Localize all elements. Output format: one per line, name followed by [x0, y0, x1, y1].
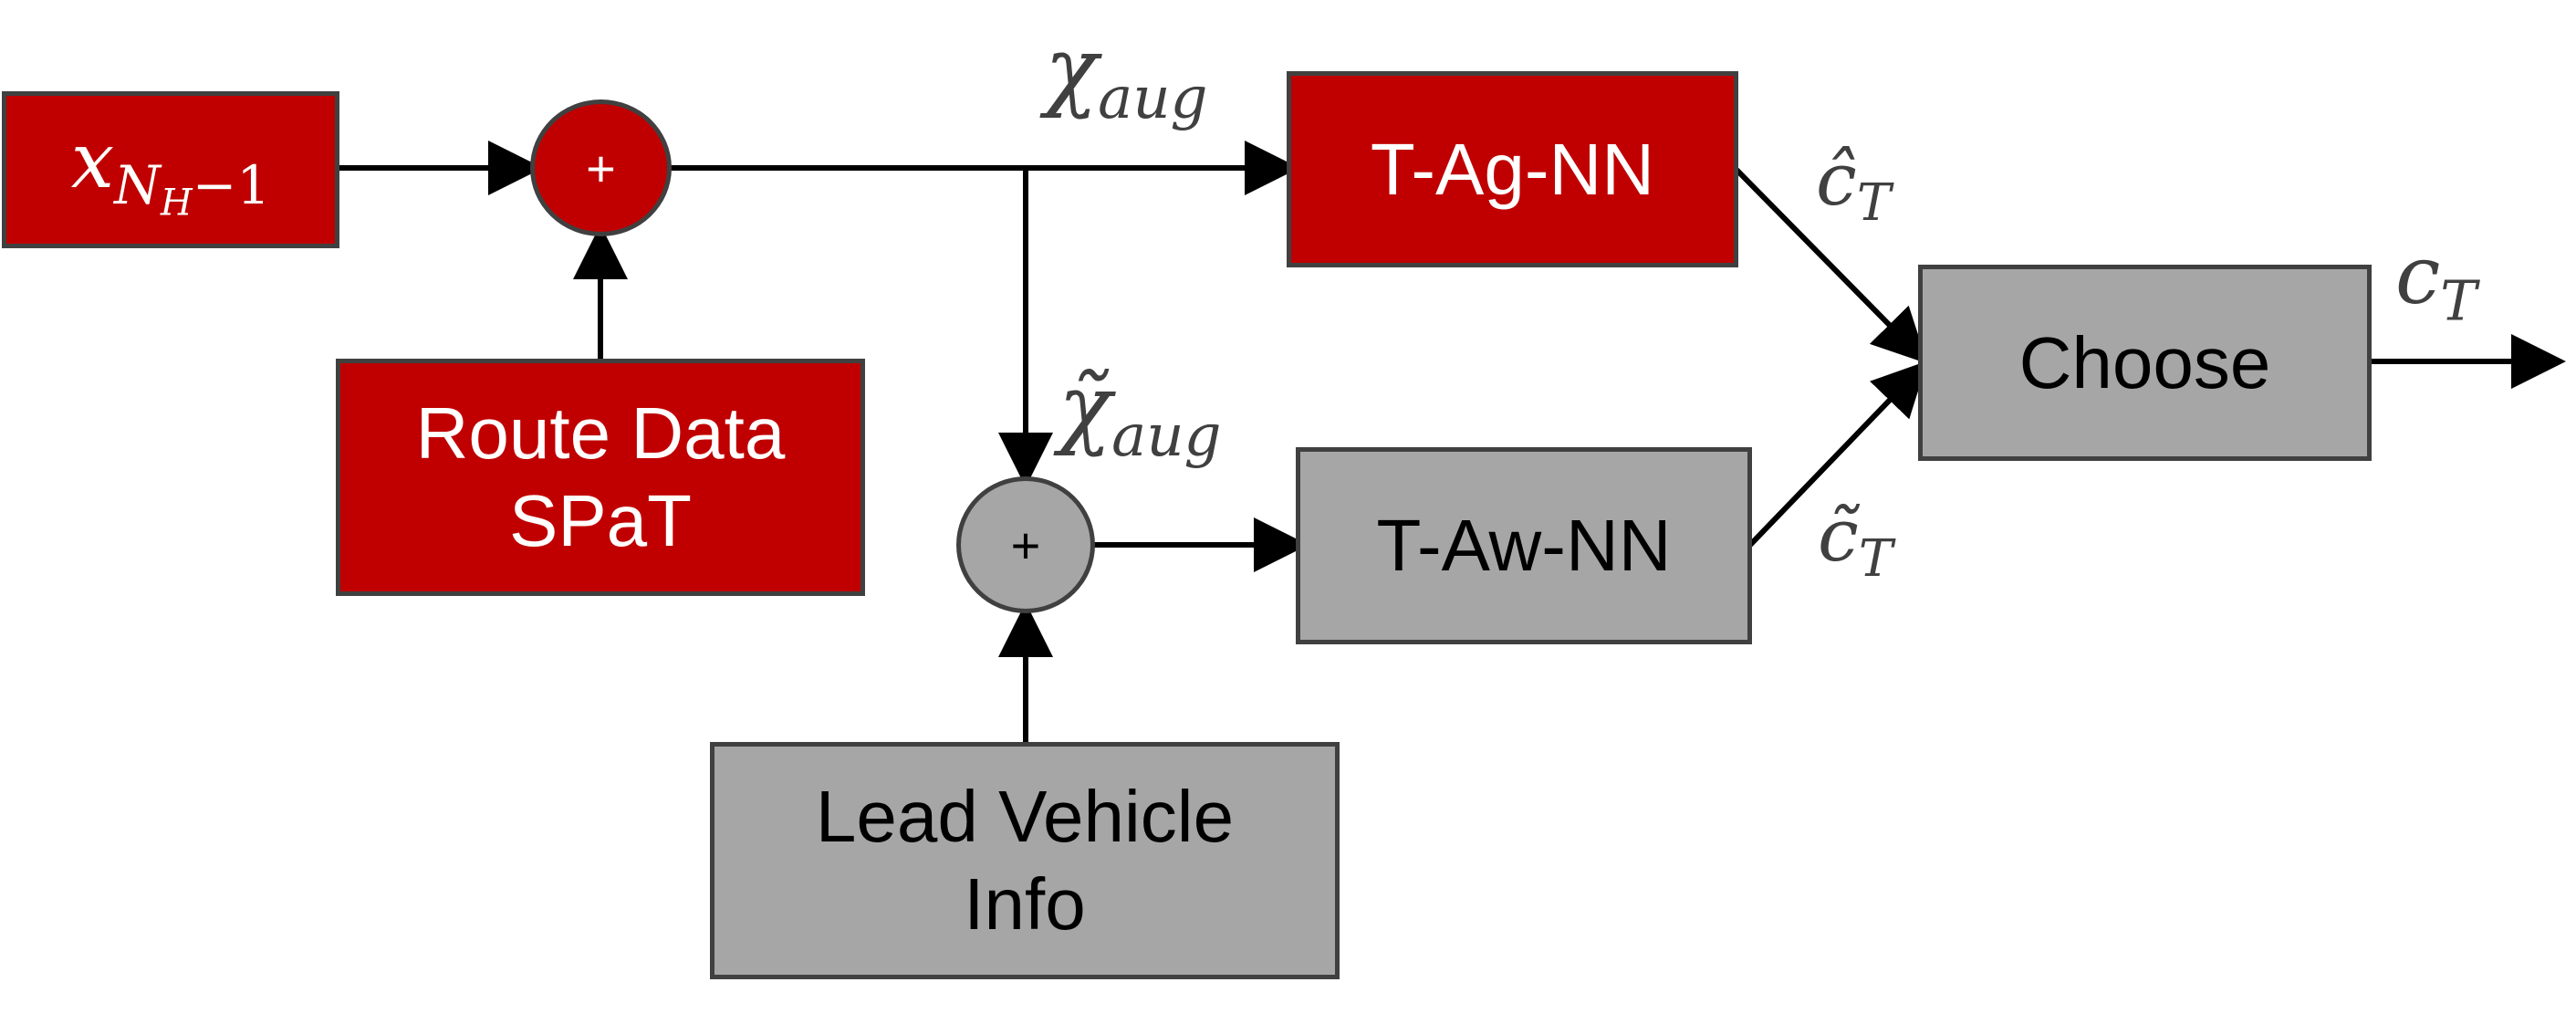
label-x-aug: χaug — [1045, 18, 1208, 133]
sum-node-top-symbol: + — [586, 139, 616, 197]
sum-node-bottom-symbol: + — [1010, 516, 1041, 574]
t-aw-nn-block: T-Aw-NN — [1296, 447, 1752, 644]
lead-vehicle-line2: Info — [964, 863, 1086, 945]
wire-tagnn-to-choose — [1734, 167, 1928, 364]
t-aw-nn-label: T-Aw-NN — [1376, 505, 1672, 586]
choose-label: Choose — [2018, 321, 2271, 403]
t-ag-nn-label: T-Ag-NN — [1370, 128, 1655, 210]
route-data-line1: Route Data — [415, 392, 786, 474]
label-c-hat: ĉT — [1816, 137, 1892, 233]
wire-tawnn-to-choose — [1747, 360, 1928, 548]
label-c-out: cT — [2395, 228, 2477, 334]
label-x-aug-tilde: χ̃aug — [1059, 356, 1222, 471]
choose-block: Choose — [1918, 265, 2372, 461]
state-input-block: xNH−1 — [2, 91, 339, 248]
sum-node-top: + — [530, 99, 672, 236]
lead-vehicle-line1: Lead Vehicle — [815, 776, 1235, 857]
lead-vehicle-block: Lead Vehicle Info — [710, 742, 1340, 979]
t-ag-nn-block: T-Ag-NN — [1287, 71, 1738, 267]
route-data-line2: SPaT — [508, 480, 693, 561]
label-c-tilde: c̃T — [1818, 493, 1893, 589]
state-input-label: xNH−1 — [70, 115, 271, 225]
sum-node-bottom: + — [956, 476, 1095, 613]
route-data-block: Route Data SPaT — [336, 359, 865, 596]
